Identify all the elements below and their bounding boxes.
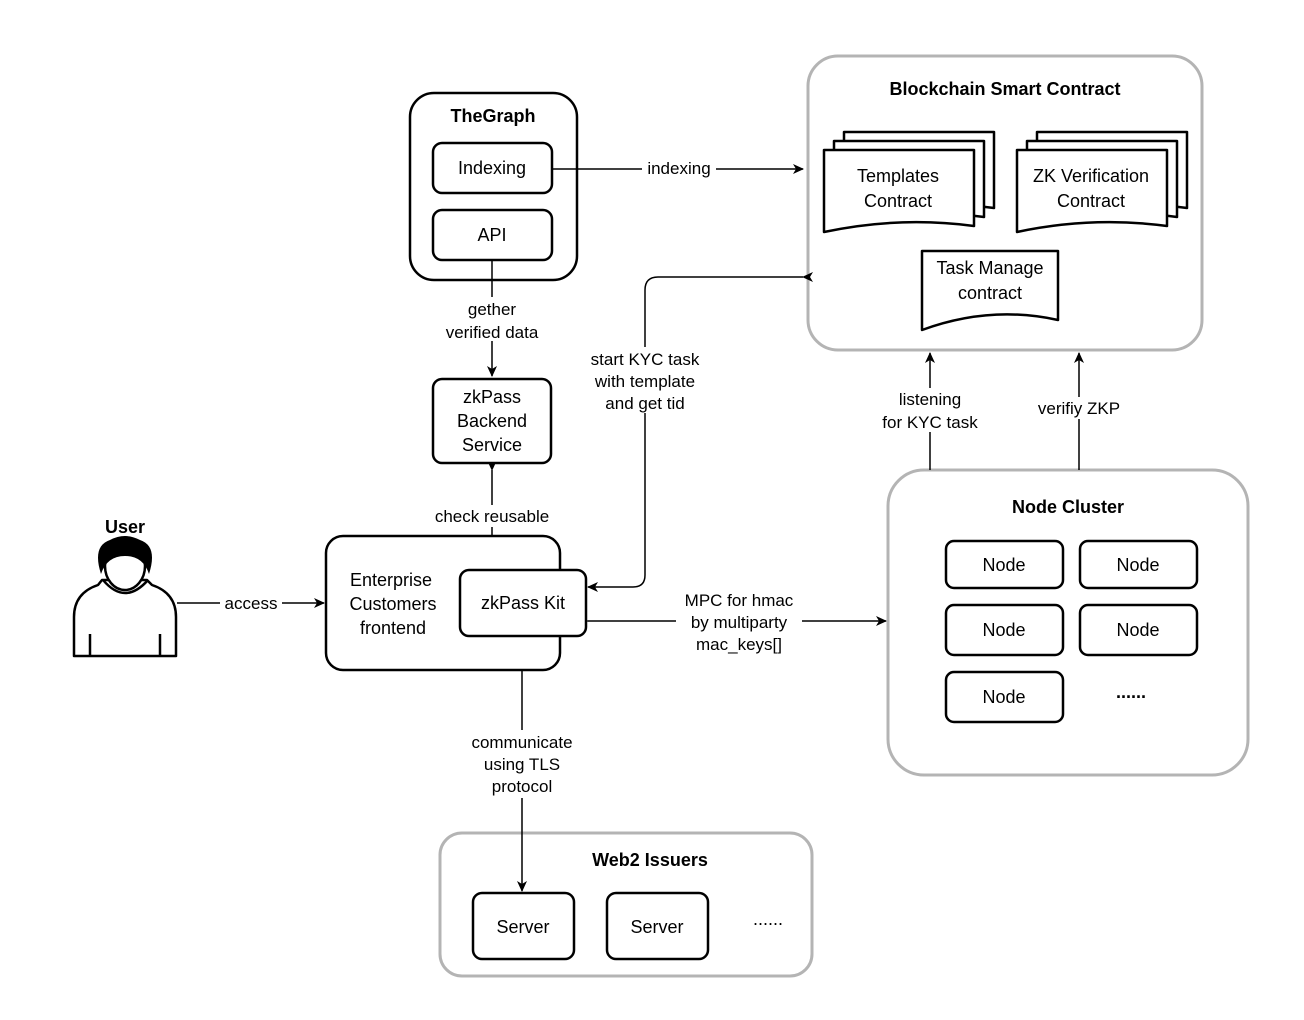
server-label: Server: [496, 917, 549, 937]
node-box: Node: [1078, 539, 1199, 590]
user-label: User: [105, 517, 145, 537]
enterprise-line-3: frontend: [360, 618, 426, 638]
gether-label-2: verified data: [446, 323, 539, 342]
tls-label-2: using TLS: [484, 755, 560, 774]
zkpass-backend-line-3: Service: [462, 435, 522, 455]
thegraph-title: TheGraph: [450, 106, 535, 126]
listening-label-2: for KYC task: [882, 413, 978, 432]
indexing-box: Indexing: [431, 141, 554, 195]
task-manage-line-1: Task Manage: [936, 258, 1043, 278]
zk-verification-contract-doc: ZK Verification Contract: [1015, 130, 1189, 234]
indexing-box-label: Indexing: [458, 158, 526, 178]
zkpass-backend-line-2: Backend: [457, 411, 527, 431]
task-manage-contract-doc: Task Manage contract: [920, 249, 1060, 332]
start-kyc-arrow: [587, 272, 813, 592]
node-label: Node: [982, 687, 1025, 707]
zkpass-backend-line-1: zkPass: [463, 387, 521, 407]
templates-line-2: Contract: [864, 191, 932, 211]
zkpass-backend-box: zkPass Backend Service: [431, 377, 553, 465]
node-box: Node: [944, 539, 1065, 590]
node-box: Node: [1078, 603, 1199, 657]
templates-line-1: Templates: [857, 166, 939, 186]
enterprise-line-1: Enterprise: [350, 570, 432, 590]
verify-zkp-label: verifiy ZKP: [1038, 399, 1120, 418]
tls-label-1: communicate: [471, 733, 572, 752]
access-label: access: [225, 594, 278, 613]
node-label: Node: [982, 620, 1025, 640]
zk-verification-line-2: Contract: [1057, 191, 1125, 211]
start-kyc-label-1: start KYC task: [591, 350, 700, 369]
node-cluster-title: Node Cluster: [1012, 497, 1124, 517]
server-more-ellipsis: ......: [753, 909, 783, 929]
node-box: Node: [944, 603, 1065, 657]
node-more-ellipsis: ......: [1116, 682, 1146, 702]
web2-issuers-title: Web2 Issuers: [592, 850, 708, 870]
mpc-label-2: by multiparty: [691, 613, 788, 632]
indexing-label: indexing: [647, 159, 710, 178]
zkpass-kit-label: zkPass Kit: [481, 593, 565, 613]
server-label: Server: [630, 917, 683, 937]
tls-label-3: protocol: [492, 777, 552, 796]
mpc-label-1: MPC for hmac: [685, 591, 794, 610]
mpc-label-3: mac_keys[]: [696, 635, 782, 654]
node-label: Node: [1116, 555, 1159, 575]
server-box: Server: [605, 891, 710, 961]
node-box: Node: [944, 670, 1065, 724]
node-label: Node: [1116, 620, 1159, 640]
blockchain-title: Blockchain Smart Contract: [889, 79, 1120, 99]
task-manage-line-2: contract: [958, 283, 1022, 303]
listening-label-1: listening: [899, 390, 961, 409]
check-reusable-label: check reusable: [435, 507, 549, 526]
gether-label-1: gether: [468, 300, 517, 319]
zkpass-kit-box: zkPass Kit: [458, 568, 588, 638]
zk-verification-line-1: ZK Verification: [1033, 166, 1149, 186]
start-kyc-label-2: with template: [594, 372, 695, 391]
api-box-label: API: [477, 225, 506, 245]
templates-contract-doc: Templates Contract: [822, 130, 996, 234]
user-actor: User: [72, 517, 178, 658]
api-box: API: [431, 208, 554, 262]
enterprise-line-2: Customers: [349, 594, 436, 614]
start-kyc-label-3: and get tid: [605, 394, 684, 413]
server-box: Server: [471, 891, 576, 961]
node-label: Node: [982, 555, 1025, 575]
blockchain-smart-contract-group: Blockchain Smart Contract: [806, 54, 1204, 352]
